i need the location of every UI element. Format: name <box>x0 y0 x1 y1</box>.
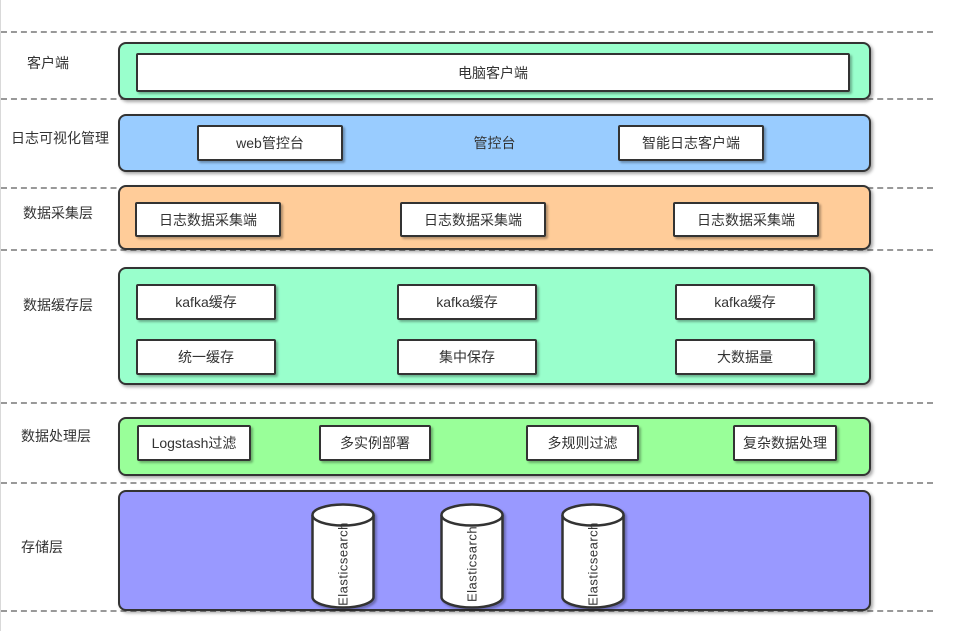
divider-line <box>1 482 933 484</box>
console-caption: 管控台 <box>473 135 516 151</box>
divider-line <box>1 31 933 33</box>
node-web-console: web管控台 <box>197 125 343 161</box>
divider-line <box>1 402 933 404</box>
node-kafka-cache: kafka缓存 <box>675 284 815 320</box>
node-big-data: 大数据量 <box>675 339 815 375</box>
layer-collection: 日志数据采集端 日志数据采集端 日志数据采集端 <box>118 185 871 250</box>
cylinder-label: Elasticsearch <box>336 522 351 606</box>
node-central-save: 集中保存 <box>397 339 537 375</box>
node-multi-instance: 多实例部署 <box>319 425 431 461</box>
node-pc-client: 电脑客户端 <box>136 53 850 92</box>
node-kafka-cache: kafka缓存 <box>136 284 276 320</box>
node-multi-rule-filter: 多规则过滤 <box>526 425 639 461</box>
database-cylinder-icon: Elasticsearch <box>311 503 375 609</box>
layer-label-processing: 数据处理层 <box>21 428 91 444</box>
node-log-agent: 日志数据采集端 <box>135 202 281 237</box>
layer-label-collection: 数据采集层 <box>23 205 93 221</box>
database-cylinder-icon: Elasticsearch <box>561 503 625 609</box>
layer-storage: Elasticsearch Elasticsarch Elasticsearch <box>118 490 871 611</box>
layer-label-visualization: 日志可视化管理 <box>11 130 109 146</box>
divider-line <box>1 610 933 612</box>
divider-line <box>1 249 933 251</box>
node-log-agent: 日志数据采集端 <box>400 202 546 237</box>
layer-label-client: 客户端 <box>27 55 69 71</box>
node-logstash-filter: Logstash过滤 <box>137 425 251 461</box>
layer-cache: kafka缓存 kafka缓存 kafka缓存 统一缓存 集中保存 大数据量 <box>118 267 871 385</box>
layer-processing: Logstash过滤 多实例部署 多规则过滤 复杂数据处理 <box>118 417 871 476</box>
node-kafka-cache: kafka缓存 <box>397 284 537 320</box>
node-smart-log-client: 智能日志客户端 <box>618 125 764 161</box>
node-log-agent: 日志数据采集端 <box>673 202 819 237</box>
database-cylinder-icon: Elasticsarch <box>440 503 504 609</box>
layer-label-storage: 存储层 <box>21 539 63 555</box>
layer-label-cache: 数据缓存层 <box>23 297 93 313</box>
cylinder-label: Elasticsarch <box>465 526 480 602</box>
layer-visualization: 管控台 web管控台 智能日志客户端 <box>118 114 871 172</box>
cylinder-label: Elasticsearch <box>586 522 601 606</box>
node-complex-processing: 复杂数据处理 <box>733 425 837 461</box>
layer-client: 电脑客户端 <box>118 42 871 100</box>
node-unified-cache: 统一缓存 <box>136 339 276 375</box>
